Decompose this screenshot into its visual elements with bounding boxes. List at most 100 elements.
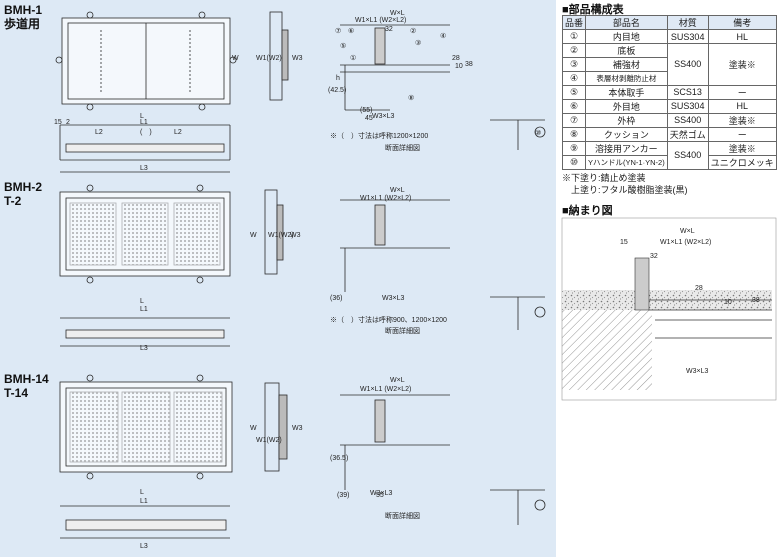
dim-l3: L3 <box>140 165 148 172</box>
dim-2: 2 <box>66 119 70 126</box>
elevation-bmh1 <box>59 124 231 173</box>
callout-7: ⑦ <box>335 27 341 35</box>
dim-paren: ( ) <box>140 129 152 136</box>
dim-w1-g2: W1(W2) <box>268 232 294 239</box>
model-code: BMH-14 <box>4 372 49 386</box>
fit-dim-15: 15 <box>620 239 628 246</box>
parts-header-row: 品番 部品名 材質 備考 <box>561 15 777 30</box>
dim-w-g3: W <box>250 425 257 432</box>
dim-w-g2: W <box>250 232 257 239</box>
side-view-bmh1 <box>269 11 289 101</box>
dim-w1: W1(W2) <box>256 55 282 62</box>
model-sub: T-14 <box>4 386 29 400</box>
handle-bmh14 <box>490 489 546 525</box>
dim-39-g3: (39) <box>337 492 349 499</box>
elevation-bmh2 <box>60 317 230 347</box>
callout-4: ④ <box>440 32 446 40</box>
dim-55: (55) <box>360 107 372 114</box>
dim-w3l3-g3: W3×L3 <box>370 490 392 497</box>
callout-5: ⑤ <box>340 42 346 50</box>
callout-2: ② <box>410 27 416 35</box>
fit-dim-38: 38 <box>752 297 760 304</box>
dim-55b-g3: 55 <box>376 492 384 499</box>
dim-w3-g2: W3 <box>290 232 301 239</box>
dim-38: 38 <box>465 61 473 68</box>
dim-w1l1-g2: W1×L1 (W2×L2) <box>360 195 411 202</box>
dim-l3-g2: L3 <box>140 345 148 352</box>
dim-l3-g3: L3 <box>140 543 148 550</box>
handle-bmh1 <box>490 119 546 150</box>
dim-w3: W3 <box>292 55 303 62</box>
dim-w1l1: W1×L1 (W2×L2) <box>355 17 406 24</box>
fit-dim-w3l3: W3×L3 <box>686 368 708 375</box>
fit-diagram: W×L W1×L1 (W2×L2) 15 32 28 10 38 W3×L3 <box>561 217 777 401</box>
header-remark: 備考 <box>707 15 777 30</box>
dim-w1l1-g3: W1×L1 (W2×L2) <box>360 386 411 393</box>
dim-l1-g2: L1 <box>140 306 148 313</box>
dim-10: 10 <box>455 63 463 70</box>
parts-title: ■部品構成表 <box>562 4 624 16</box>
section-bmh1 <box>340 24 450 111</box>
callout-10: ⑩ <box>535 129 541 137</box>
dim-wxl: W×L <box>390 10 405 17</box>
dim-l: L <box>140 113 144 120</box>
callout-3: ③ <box>415 39 421 47</box>
dim-w3l3: W3×L3 <box>372 113 394 120</box>
note1: ※（ ）寸法は呼称1200×1200 <box>330 131 428 140</box>
note-line-2: 上塗り:フタル酸樹脂塗装(黒) <box>562 185 688 195</box>
side-view-bmh14 <box>264 382 288 472</box>
model-code: BMH-1 <box>4 3 42 17</box>
dim-l2: L2 <box>95 129 103 136</box>
section-bmh14 <box>340 394 450 490</box>
dim-15: 15 <box>54 119 62 126</box>
fit-dim-w1l1: W1×L1 (W2×L2) <box>660 239 711 246</box>
plan-view-bmh1 <box>55 11 237 111</box>
elevation-bmh14 <box>60 505 230 539</box>
fit-dim-10: 10 <box>724 299 732 306</box>
dim-w3-g3: W3 <box>292 425 303 432</box>
dim-w1-g3: W1(W2) <box>256 437 282 444</box>
dim-l-g3: L <box>140 489 144 496</box>
model-sub: T-2 <box>4 194 22 208</box>
dim-365-g3: (36.5) <box>330 455 348 462</box>
dim-l1-g3: L1 <box>140 498 148 505</box>
dim-w3l3-g2: W3×L3 <box>382 295 404 302</box>
header-name: 部品名 <box>585 15 668 30</box>
fit-dim-32: 32 <box>650 253 658 260</box>
section-bmh2 <box>340 199 450 292</box>
dimension-labels: 15 2 L L1 L2 L2 ( ) L3 W W1(W2) W3 W×L W… <box>54 10 541 550</box>
model-label-bmh1: BMH-1 歩道用 <box>4 3 42 31</box>
callout-6: ⑥ <box>348 27 354 35</box>
detail-label-g3: 断面詳細図 <box>385 511 420 520</box>
header-material: 材質 <box>666 15 709 30</box>
plan-view-bmh2 <box>59 184 231 284</box>
model-label-bmh2: BMH-2 T-2 <box>4 180 42 208</box>
dim-36-g2: (36) <box>330 295 342 302</box>
fit-dim-wxl: W×L <box>680 228 695 235</box>
fit-title: ■納まり図 <box>562 205 613 217</box>
detail-label: 断面詳細図 <box>385 143 420 152</box>
note2: ※（ ）寸法は呼称900、1200×1200 <box>330 315 447 324</box>
dim-w: W <box>232 55 239 62</box>
callout-8: ⑧ <box>408 94 414 102</box>
side-view-bmh2 <box>264 189 284 275</box>
handle-bmh2 <box>490 296 546 330</box>
dim-wxl-g2: W×L <box>390 187 405 194</box>
dim-h: h <box>336 75 340 82</box>
dim-wxl-g3: W×L <box>390 377 405 384</box>
fit-dim-28: 28 <box>695 285 703 292</box>
dim-l1: L1 <box>140 119 148 126</box>
dim-32: 32 <box>385 26 393 33</box>
dim-28: 28 <box>452 55 460 62</box>
